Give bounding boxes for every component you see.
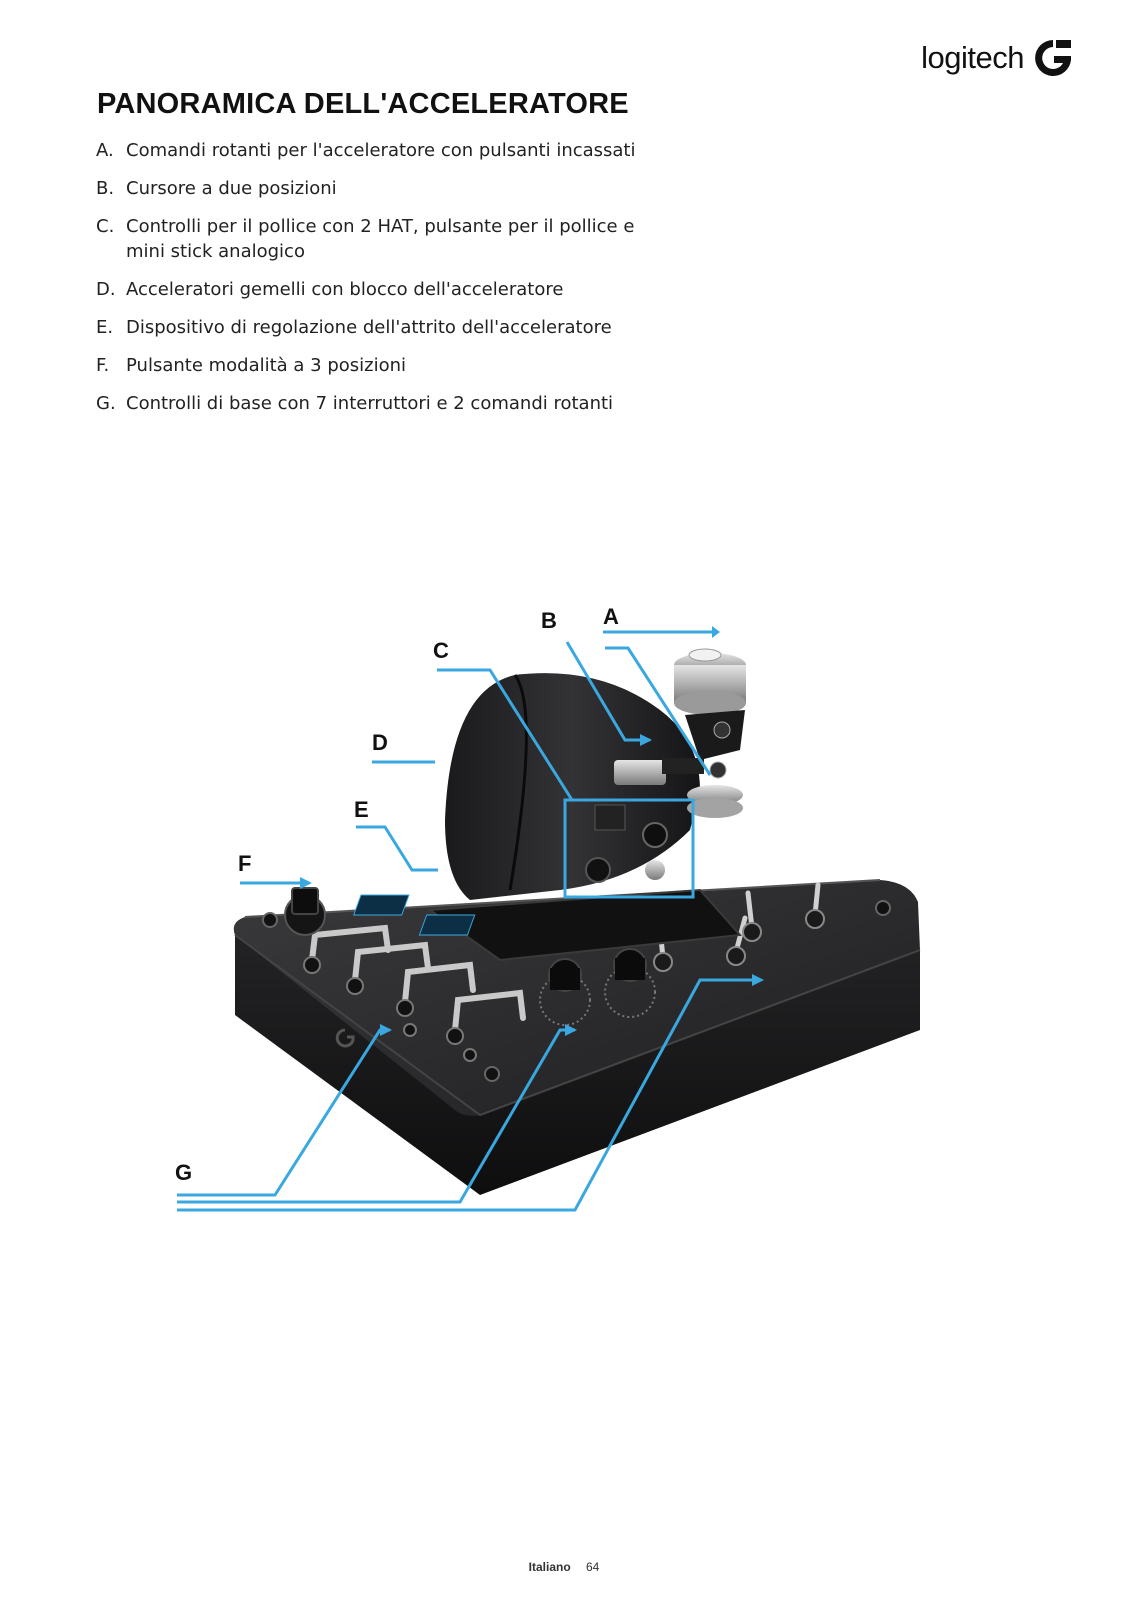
callout-label-d: D xyxy=(372,730,388,755)
list-item-letter: D. xyxy=(96,279,116,300)
list-item-letter: E. xyxy=(96,317,114,338)
callout-label-e: E xyxy=(354,797,369,822)
list-item: C. Controlli per il pollice con 2 HAT, p… xyxy=(96,214,656,264)
list-item-text: Comandi rotanti per l'acceleratore con p… xyxy=(126,140,636,161)
page-footer: Italiano 64 xyxy=(0,1560,1128,1574)
page-title: PANORAMICA DELL'ACCELERATORE xyxy=(97,88,629,120)
callout-arrowheads xyxy=(300,626,764,1036)
list-item: E. Dispositivo di regolazione dell'attri… xyxy=(96,315,656,340)
callout-box-c xyxy=(563,798,695,899)
logitech-g-icon xyxy=(1035,40,1071,76)
rotary-knobs xyxy=(539,948,656,1026)
callout-line-g-3 xyxy=(177,978,760,1212)
throttle-handle xyxy=(445,648,746,900)
list-item-letter: C. xyxy=(96,216,115,237)
feature-list: A. Comandi rotanti per l'acceleratore co… xyxy=(96,138,656,429)
list-item-text: Dispositivo di regolazione dell'attrito … xyxy=(126,317,612,338)
callout-label-a: A xyxy=(603,604,619,629)
list-item-text: Cursore a due posizioni xyxy=(126,178,337,199)
list-item-text: Controlli per il pollice con 2 HAT, puls… xyxy=(126,216,635,262)
throttle-track xyxy=(353,888,743,962)
callout-line-c xyxy=(437,668,574,801)
list-item: G. Controlli di base con 7 interruttori … xyxy=(96,391,656,416)
throttle-illustration: A B C D E F G xyxy=(175,604,921,1212)
callout-label-b: B xyxy=(541,608,557,633)
callout-label-c: C xyxy=(433,638,449,663)
footer-language: Italiano xyxy=(528,1560,571,1574)
list-item-text: Acceleratori gemelli con blocco dell'acc… xyxy=(126,279,564,300)
list-item-letter: B. xyxy=(96,178,115,199)
brand-name: logitech xyxy=(921,40,1024,75)
list-item: F. Pulsante modalità a 3 posizioni xyxy=(96,353,656,378)
toggle-switch-group xyxy=(303,924,526,1062)
page-number: 64 xyxy=(586,1560,600,1574)
brand-logo: logitech xyxy=(921,36,1078,80)
list-item-letter: F. xyxy=(96,355,110,376)
list-item-text: Pulsante modalità a 3 posizioni xyxy=(126,355,407,376)
list-item: D. Acceleratori gemelli con blocco dell'… xyxy=(96,277,656,302)
callout-label-g: G xyxy=(175,1160,192,1185)
callout-line-e xyxy=(356,825,438,872)
mode-switch xyxy=(284,887,326,936)
list-item-letter: A. xyxy=(96,140,114,161)
list-item: A. Comandi rotanti per l'acceleratore co… xyxy=(96,138,656,163)
callout-label-f: F xyxy=(238,851,251,876)
list-item-text: Controlli di base con 7 interruttori e 2… xyxy=(126,393,614,414)
callout-line-a-2 xyxy=(605,646,712,776)
callout-lines xyxy=(177,630,760,1212)
list-item: B. Cursore a due posizioni xyxy=(96,176,656,201)
list-item-letter: G. xyxy=(96,393,116,414)
